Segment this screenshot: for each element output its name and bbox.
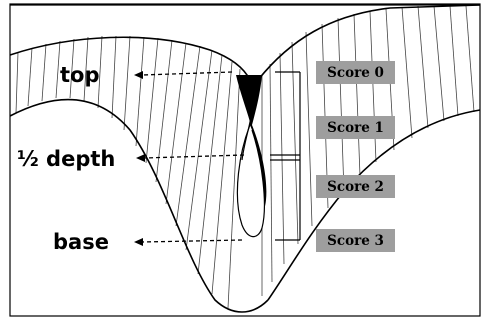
hatch-line xyxy=(291,41,299,245)
hatch-line xyxy=(417,5,429,129)
pointer-arrows xyxy=(134,71,245,246)
hatch-line xyxy=(449,5,459,117)
hatch-line xyxy=(15,51,19,114)
hatch-line xyxy=(97,35,103,109)
hatch-line xyxy=(227,68,241,309)
label-base: base xyxy=(53,230,109,254)
hatch-line xyxy=(145,37,159,164)
score-2-box: Score 2 xyxy=(316,175,395,198)
hatch-line xyxy=(353,13,361,177)
score-3-label: Score 3 xyxy=(327,233,384,249)
score-1-label: Score 1 xyxy=(327,120,384,136)
hatch-line xyxy=(41,43,47,102)
base-arrow xyxy=(134,238,243,246)
score-bracket xyxy=(270,71,301,241)
label-half-depth: ½ depth xyxy=(17,147,115,171)
hatch-line xyxy=(55,40,61,99)
score-boxes: Score 0 Score 1 Score 2 Score 3 xyxy=(316,61,395,252)
cleft-crease xyxy=(241,74,263,161)
hatch-line xyxy=(185,49,213,251)
score-0-box: Score 0 xyxy=(316,61,395,84)
hatch-line xyxy=(83,36,89,102)
score-1-box: Score 1 xyxy=(316,116,395,139)
hatch-line xyxy=(27,47,33,107)
top-arrow xyxy=(134,71,233,79)
hatch-line xyxy=(337,17,345,193)
hatch-line xyxy=(433,5,445,122)
hatch-line xyxy=(465,5,475,113)
score-2-label: Score 2 xyxy=(327,179,384,195)
hatch-line xyxy=(305,31,313,227)
right-outer-outline xyxy=(257,4,481,81)
hatch-line xyxy=(123,35,131,131)
half-depth-arrow xyxy=(136,154,245,162)
hatch-line xyxy=(165,42,187,205)
hatch-line xyxy=(211,61,233,295)
cleft-lumen xyxy=(236,124,265,238)
hatch-line xyxy=(175,45,201,227)
hatch-line xyxy=(401,6,413,139)
hatch-line xyxy=(197,54,223,275)
hatch-line xyxy=(269,63,273,283)
hatch-line xyxy=(69,38,75,99)
hatch-line xyxy=(279,52,285,265)
hatch-line xyxy=(155,39,173,183)
hatch-line xyxy=(135,36,145,147)
score-0-label: Score 0 xyxy=(327,65,384,81)
hatch-line xyxy=(111,35,117,119)
left-outer-outline xyxy=(9,36,251,81)
score-3-box: Score 3 xyxy=(316,229,395,252)
label-top: top xyxy=(60,63,100,87)
left-inner-outline xyxy=(9,98,269,313)
